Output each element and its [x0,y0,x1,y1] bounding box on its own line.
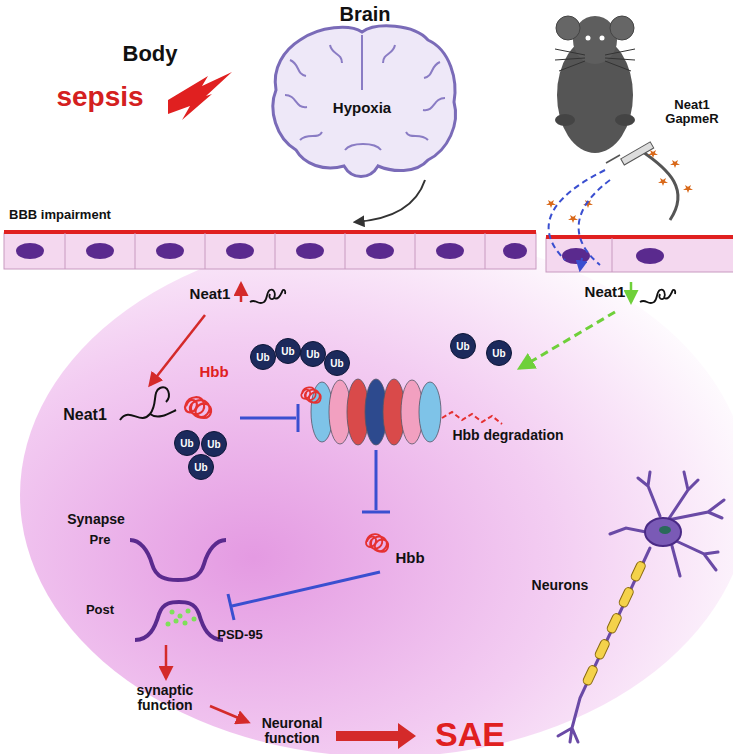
heading: Body [123,42,178,66]
ubiquitin-text: Ub [306,349,319,360]
ubiquitin-circle: Ub [275,338,301,364]
heading: Brain [339,3,390,25]
ubiquitin-text: Ub [330,358,343,369]
outcome-label: synaptic function [130,683,200,714]
ubiquitin-text: Ub [194,462,207,473]
ubiquitin-circle: Ub [300,341,326,367]
rna-label: Neat1 [190,286,231,303]
ubiquitin-text: Ub [256,352,269,363]
condition-label: sepsis [56,82,143,113]
ubiquitin-circle: Ub [486,340,512,366]
ubiquitin-circle: Ub [250,344,276,370]
structure-label: Pre [90,533,111,547]
cell-label: Neurons [532,578,589,593]
ubiquitin-text: Ub [456,341,469,352]
ubiquitin-circle: Ub [188,454,214,480]
outcome-label: Neuronal function [252,716,332,747]
ubiquitin-circle: Ub [201,431,227,457]
structure-label: Synapse [67,512,125,527]
protein-label: Hbb [395,550,424,567]
treatment-label: Neat1 GapmeR [663,98,721,127]
ubiquitin-text: Ub [281,346,294,357]
rna-label: Neat1 [63,406,107,424]
ubiquitin-text: Ub [207,439,220,450]
ubiquitin-text: Ub [180,438,193,449]
protein-label: PSD-95 [217,628,263,642]
ubiquitin-circle: Ub [324,350,350,376]
process-label: Hbb degradation [452,428,563,443]
protein-label: Hbb [199,364,228,381]
barrier-label: BBB impairment [9,208,111,222]
ubiquitin-circle: Ub [450,333,476,359]
ubiquitin-circle: Ub [174,430,200,456]
outcome-label: SAE [435,716,505,753]
ubiquitin-text: Ub [492,348,505,359]
rna-label: Neat1 [585,284,626,301]
region-label: Hypoxia [333,100,391,117]
structure-label: Post [86,603,114,617]
